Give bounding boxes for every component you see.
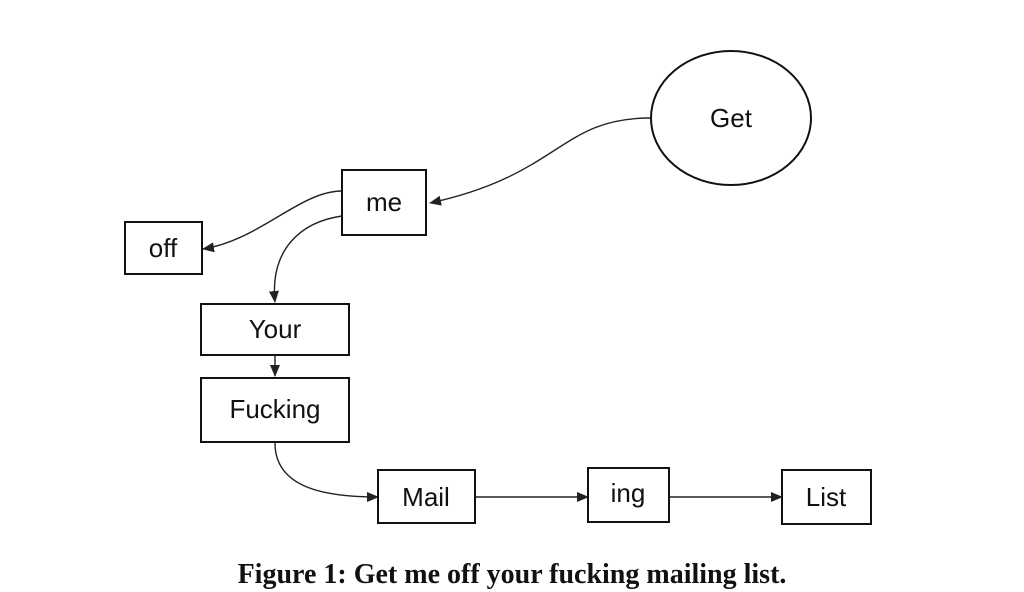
node-list: List (781, 469, 872, 525)
flow-diagram: Get me off Your Fucking Mail ing List (124, 50, 872, 525)
node-fucking-label: Fucking (229, 394, 320, 424)
figure-caption: Figure 1: Get me off your fucking mailin… (237, 559, 787, 590)
edge-me-to-your (268, 215, 343, 303)
node-me: me (341, 169, 427, 236)
node-off-label: off (149, 233, 178, 263)
edge-fucking-to-mail (274, 442, 379, 502)
edge-me-to-off (202, 190, 343, 253)
node-get-label: Get (710, 103, 753, 133)
node-ing-label: ing (611, 478, 646, 508)
node-ing: ing (587, 467, 670, 523)
node-mail: Mail (377, 469, 476, 524)
node-your: Your (200, 303, 350, 356)
edge-get-to-me (429, 117, 651, 206)
node-get: Get (650, 50, 812, 186)
node-your-label: Your (249, 314, 302, 344)
node-list-label: List (806, 482, 847, 512)
node-fucking: Fucking (200, 377, 350, 443)
node-me-label: me (366, 187, 402, 217)
node-mail-label: Mail (402, 482, 450, 512)
node-off: off (124, 221, 203, 275)
